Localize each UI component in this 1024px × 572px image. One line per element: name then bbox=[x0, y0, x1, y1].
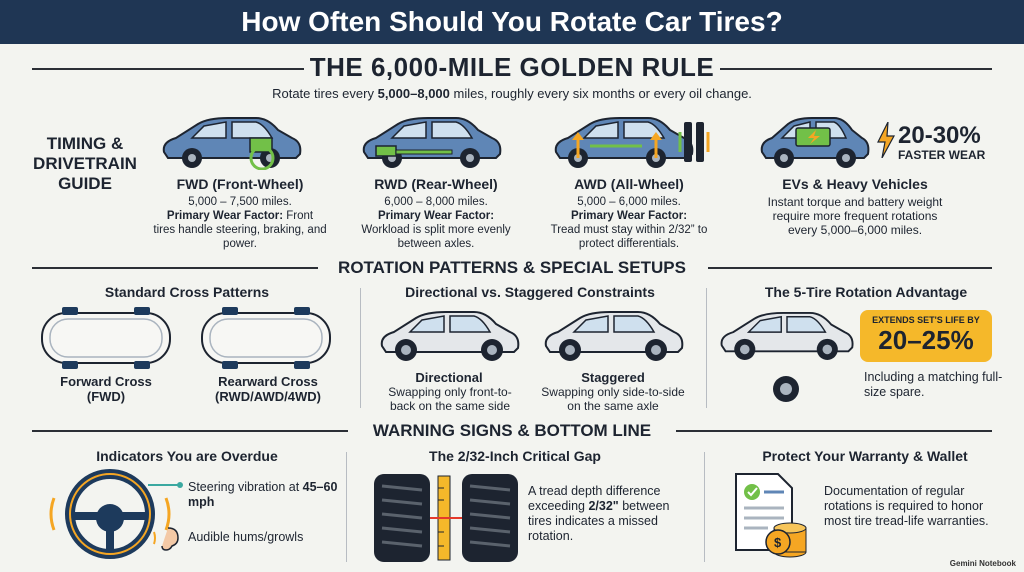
tread-gap-tires-icon bbox=[374, 474, 518, 562]
vibration-bold: 45–60 bbox=[302, 480, 338, 494]
fwd-factor-text: tires handle steering, braking, and powe… bbox=[153, 224, 327, 250]
awd-car-icon bbox=[554, 117, 710, 168]
golden-sub-prefix: Rotate tires every bbox=[272, 86, 378, 101]
awd-card: AWD (All-Wheel) 5,000 – 6,000 miles. Pri… bbox=[544, 176, 714, 251]
five-tire-badge: EXTENDS SET'S LIFE BY 20–25% bbox=[860, 310, 992, 362]
fwd-car-icon bbox=[162, 117, 302, 170]
divider bbox=[708, 267, 992, 269]
divider bbox=[360, 288, 361, 408]
warranty-heading: Protect Your Warranty & Wallet bbox=[762, 448, 968, 464]
staggered-label: Staggered bbox=[581, 370, 645, 385]
rwd-miles: 6,000 – 8,000 miles. bbox=[384, 196, 488, 208]
rwd-factor-label: Primary Wear Factor: bbox=[377, 210, 495, 222]
golden-rule-subtext: Rotate tires every 5,000–8,000 miles, ro… bbox=[0, 86, 1024, 101]
page-title: How Often Should You Rotate Car Tires? bbox=[0, 0, 1024, 44]
ev-card: EVs & Heavy Vehicles Instant torque and … bbox=[760, 176, 950, 237]
constraints-heading: Directional vs. Staggered Constraints bbox=[405, 284, 655, 300]
awd-factor-label: Primary Wear Factor: bbox=[570, 210, 688, 222]
svg-text:$: $ bbox=[774, 535, 782, 550]
warning-heading: WARNING SIGNS & BOTTOM LINE bbox=[372, 421, 652, 440]
rearward-cross-diagram bbox=[201, 307, 331, 369]
five-tire-badge-label: EXTENDS SET'S LIFE BY bbox=[872, 315, 980, 325]
fwd-factor-label: Primary Wear Factor: bbox=[166, 210, 284, 222]
spare-tire-icon bbox=[773, 376, 799, 402]
fwd-title: FWD (Front-Wheel) bbox=[176, 176, 304, 192]
five-tire-car-icon bbox=[720, 311, 854, 360]
staggered-car-icon bbox=[544, 311, 684, 361]
divider bbox=[32, 267, 318, 269]
fwd-card: FWD (Front-Wheel) 5,000 – 7,500 miles. P… bbox=[148, 176, 332, 251]
gap-text-suffix: between tires indicates a missed rotatio… bbox=[528, 499, 670, 543]
forward-cross-label: Forward Cross (FWD) bbox=[60, 374, 152, 404]
vibration-text: Steering vibration at 45–60 mph bbox=[188, 480, 338, 510]
vibration-suffix: mph bbox=[188, 495, 215, 509]
rwd-title: RWD (Rear-Wheel) bbox=[374, 176, 498, 192]
ear-icon bbox=[153, 527, 179, 551]
golden-sub-bold: 5,000–8,000 bbox=[377, 86, 450, 101]
warranty-document-icon: $ bbox=[735, 473, 807, 558]
rearward-cross-label: Rearward Cross (RWD/AWD/4WD) bbox=[215, 374, 321, 404]
five-tire-text: Including a matching full-size spare. bbox=[864, 370, 1003, 399]
gap-text-bold: 2/32" bbox=[588, 499, 619, 513]
audible-text: Audible hums/growls bbox=[188, 530, 304, 544]
gap-text-prefix: A tread depth difference exceeding bbox=[528, 484, 661, 513]
vibration-prefix: Steering vibration at bbox=[188, 480, 303, 494]
gap-heading: The 2/32-Inch Critical Gap bbox=[429, 448, 601, 464]
golden-rule-heading: THE 6,000-MILE GOLDEN RULE bbox=[309, 52, 715, 82]
footer-logo: Gemini Notebook bbox=[949, 559, 1016, 568]
directional-text: Swapping only front-to-back on the same … bbox=[388, 385, 512, 413]
golden-sub-suffix: miles, roughly every six months or every… bbox=[449, 86, 752, 101]
divider bbox=[346, 452, 347, 562]
ev-title: EVs & Heavy Vehicles bbox=[782, 176, 928, 192]
gap-text: A tread depth difference exceeding 2/32"… bbox=[528, 484, 692, 544]
five-tire-heading: The 5-Tire Rotation Advantage bbox=[764, 284, 968, 300]
awd-title: AWD (All-Wheel) bbox=[574, 176, 684, 192]
timing-guide-heading: TIMING & DRIVETRAIN GUIDE bbox=[33, 134, 137, 193]
directional-label: Directional bbox=[415, 370, 483, 385]
divider bbox=[676, 430, 992, 432]
staggered-text: Swapping only side-to-side on the same a… bbox=[541, 385, 685, 413]
directional-car-icon bbox=[380, 311, 520, 361]
steering-wheel-icon bbox=[49, 469, 171, 559]
five-tire-badge-percent: 20–25% bbox=[878, 325, 974, 355]
lightning-icon bbox=[877, 122, 896, 158]
ev-wear-label: FASTER WEAR bbox=[898, 148, 986, 162]
rwd-factor-text: Workload is split more evenly between ax… bbox=[361, 224, 511, 250]
cross-patterns-heading: Standard Cross Patterns bbox=[104, 284, 270, 300]
ev-text: Instant torque and battery weight requir… bbox=[767, 195, 943, 237]
rwd-card: RWD (Rear-Wheel) 6,000 – 8,000 miles. Pr… bbox=[348, 176, 524, 251]
divider bbox=[32, 68, 304, 70]
overdue-heading: Indicators You are Overdue bbox=[96, 448, 278, 464]
divider bbox=[704, 452, 705, 562]
ev-wear-percent: 20-30% bbox=[898, 122, 981, 149]
awd-factor-text: Tread must stay within 2/32” to protect … bbox=[550, 224, 708, 250]
awd-miles: 5,000 – 6,000 miles. bbox=[577, 196, 681, 208]
fwd-miles: 5,000 – 7,500 miles. bbox=[188, 196, 292, 208]
divider bbox=[32, 430, 348, 432]
fwd-factor-inline: Front bbox=[283, 210, 314, 222]
rwd-car-icon bbox=[362, 117, 502, 168]
ev-car-icon bbox=[760, 117, 870, 168]
patterns-heading: ROTATION PATTERNS & SPECIAL SETUPS bbox=[338, 258, 686, 277]
divider bbox=[720, 68, 992, 70]
warranty-text: Documentation of regular rotations is re… bbox=[824, 484, 989, 528]
forward-cross-diagram bbox=[41, 307, 171, 369]
divider bbox=[706, 288, 707, 408]
pointer-line-icon bbox=[148, 482, 183, 488]
